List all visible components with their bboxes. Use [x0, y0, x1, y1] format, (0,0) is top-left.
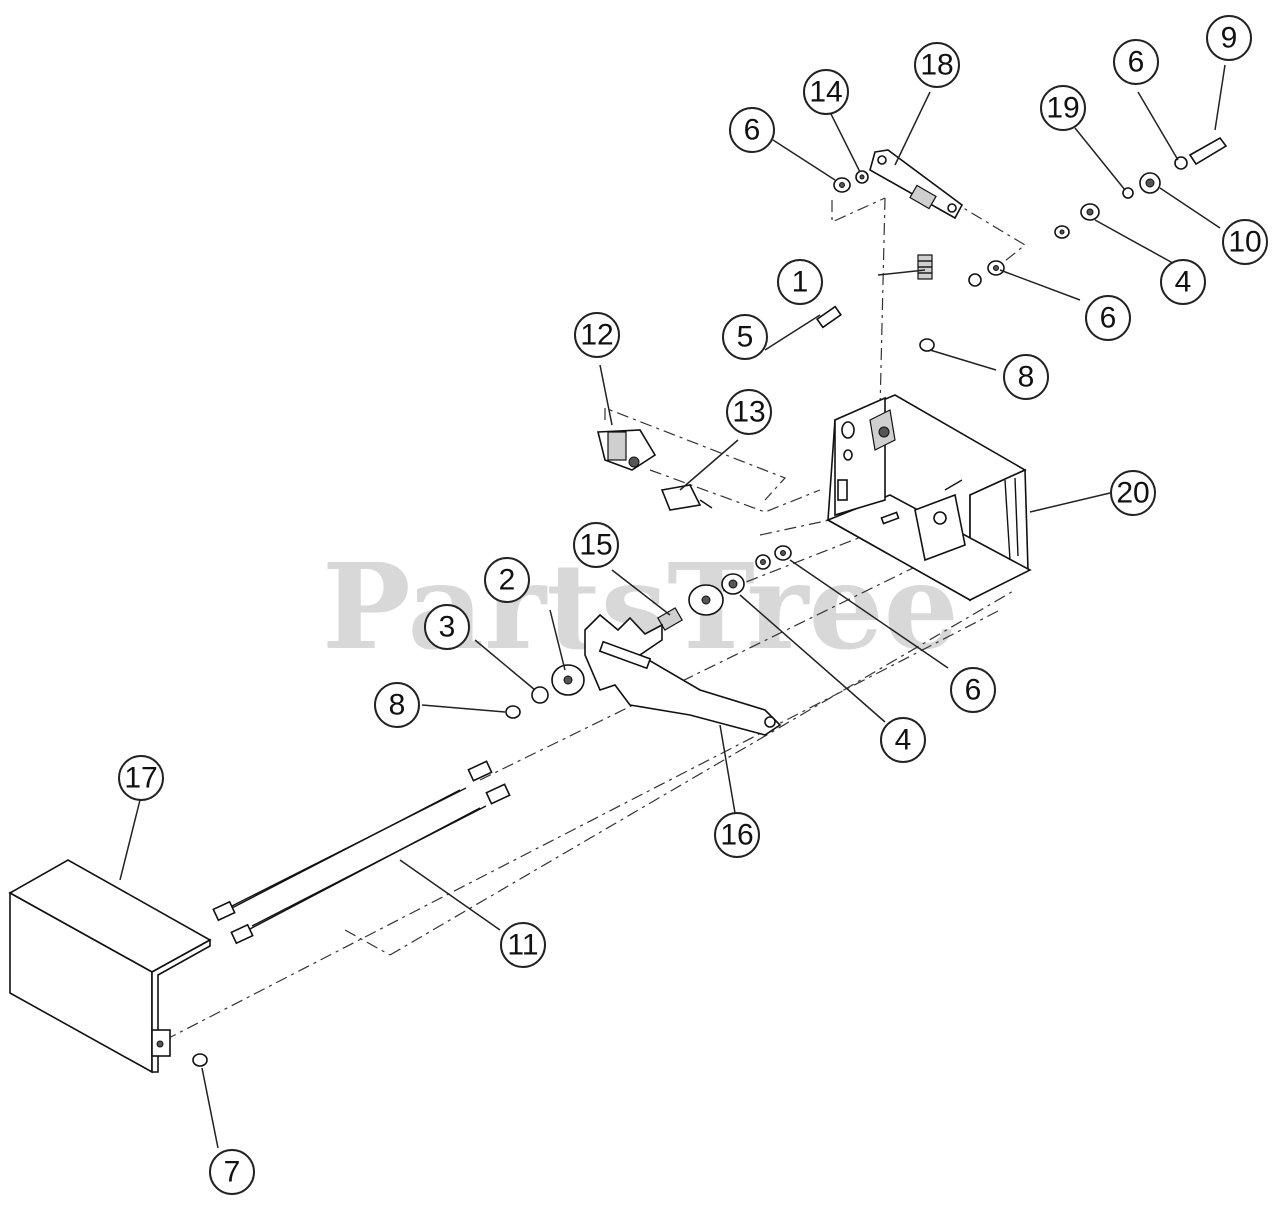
svg-text:13: 13 [732, 396, 765, 429]
svg-text:8: 8 [1018, 361, 1035, 394]
svg-text:15: 15 [579, 529, 612, 562]
callout-1[interactable]: 1 [777, 259, 823, 305]
callout-6[interactable]: 6 [950, 667, 996, 713]
svg-text:18: 18 [920, 49, 953, 82]
svg-text:17: 17 [124, 762, 157, 795]
svg-text:6: 6 [1100, 302, 1117, 335]
callout-14[interactable]: 14 [803, 69, 849, 115]
cables [212, 760, 511, 945]
callout-2[interactable]: 2 [484, 557, 530, 603]
callout-20[interactable]: 20 [1110, 470, 1156, 516]
callout-15[interactable]: 15 [573, 522, 619, 568]
callout-10[interactable]: 10 [1222, 219, 1268, 265]
leader-lines [119, 64, 1226, 1149]
callout-19[interactable]: 19 [1040, 85, 1086, 131]
svg-text:7: 7 [224, 1156, 241, 1189]
svg-text:4: 4 [895, 724, 912, 757]
svg-text:6: 6 [965, 674, 982, 707]
svg-text:5: 5 [737, 321, 754, 354]
svg-text:1: 1 [792, 266, 809, 299]
svg-text:19: 19 [1046, 92, 1079, 125]
svg-text:6: 6 [744, 114, 761, 147]
svg-text:11: 11 [507, 929, 538, 962]
callout-9[interactable]: 9 [1206, 15, 1252, 61]
hardware [192, 136, 1228, 1067]
svg-text:3: 3 [439, 611, 456, 644]
svg-text:6: 6 [1128, 46, 1145, 79]
callout-4[interactable]: 4 [880, 717, 926, 763]
svg-text:12: 12 [580, 319, 613, 352]
callout-6[interactable]: 6 [729, 107, 775, 153]
svg-text:4: 4 [1175, 266, 1192, 299]
svg-text:2: 2 [499, 564, 516, 597]
spring [917, 254, 933, 280]
plate [869, 149, 964, 220]
callout-6[interactable]: 6 [1113, 39, 1159, 85]
callout-5[interactable]: 5 [722, 314, 768, 360]
callout-3[interactable]: 3 [424, 604, 470, 650]
lever [584, 613, 782, 736]
callouts: 1 2 3 4 4 5 6 6 6 6 7 8 8 9 10 11 12 13 … [118, 15, 1268, 1195]
callout-12[interactable]: 12 [574, 312, 620, 358]
callout-11[interactable]: 11 [500, 922, 546, 968]
svg-text:8: 8 [389, 689, 406, 722]
svg-text:14: 14 [809, 76, 842, 109]
callout-16[interactable]: 16 [714, 812, 760, 858]
callout-4[interactable]: 4 [1160, 259, 1206, 305]
cover-box [8, 859, 212, 1074]
callout-6[interactable]: 6 [1085, 295, 1131, 341]
svg-text:9: 9 [1221, 22, 1238, 55]
svg-text:16: 16 [720, 819, 753, 852]
callout-7[interactable]: 7 [209, 1149, 255, 1195]
svg-text:10: 10 [1228, 226, 1261, 259]
callout-8[interactable]: 8 [1003, 354, 1049, 400]
switch-assembly [596, 429, 713, 511]
callout-17[interactable]: 17 [118, 755, 164, 801]
callout-13[interactable]: 13 [726, 389, 772, 435]
svg-text:20: 20 [1116, 477, 1149, 510]
callout-18[interactable]: 18 [914, 42, 960, 88]
main-bracket [826, 394, 1032, 602]
callout-8[interactable]: 8 [374, 682, 420, 728]
